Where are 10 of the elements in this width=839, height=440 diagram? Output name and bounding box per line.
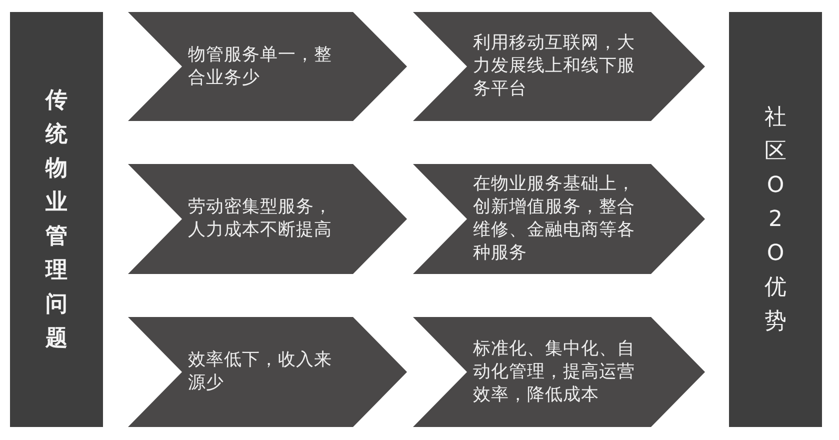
heading-bar bbox=[10, 12, 103, 427]
chevron-text: 物管服务单一，整合业务少 bbox=[188, 44, 332, 90]
vertical-heading: 传统物业管理问题 bbox=[46, 86, 68, 352]
vertical-heading: 社区O2O优势 bbox=[764, 104, 786, 336]
chevron-text: 标准化、集中化、自动化管理，提高运营效率，降低成本 bbox=[473, 338, 635, 406]
heading-bar bbox=[729, 12, 822, 427]
chevron-text: 效率低下，收入来源少 bbox=[188, 349, 332, 395]
chevron-text: 劳动密集型服务，人力成本不断提高 bbox=[188, 196, 332, 242]
chevron-text: 利用移动互联网，大力发展线上和线下服务平台 bbox=[473, 32, 635, 101]
chevron-text: 在物业服务基础上，创新增值服务，整合维修、金融电商等各种服务 bbox=[473, 173, 635, 265]
